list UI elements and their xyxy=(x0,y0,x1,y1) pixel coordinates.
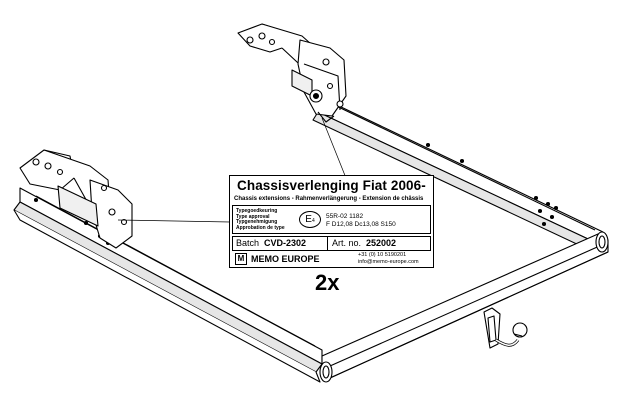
right-mounting-bracket xyxy=(237,23,347,123)
article-cell: Art. no. 252002 xyxy=(332,238,396,248)
e-mark-number: 4 xyxy=(311,218,315,224)
approval-label-en: Type approval xyxy=(236,213,270,220)
e-mark-letter: E xyxy=(305,214,312,225)
approval-labels: Typegoedkeuring Type approval Typgenehmi… xyxy=(236,208,285,231)
contact-email: info@memo-europe.com xyxy=(358,258,419,265)
tow-hitch xyxy=(483,307,528,349)
approval-values: 55R-02 1182 F D12,08 Dc13,08 S150 xyxy=(326,213,396,229)
approval-number: 55R-02 1182 xyxy=(326,213,364,220)
left-rail xyxy=(13,187,323,383)
batch-cell: Batch CVD-2302 xyxy=(236,238,306,248)
contact-phone: +31 (0) 10 5190201 xyxy=(358,252,407,258)
type-approval-box: Typegoedkeuring Type approval Typgenehmi… xyxy=(232,205,431,234)
approval-label-de: Typgenehmigung xyxy=(236,219,278,226)
brand-name: MEMO EUROPE xyxy=(251,254,320,264)
product-label: Chassisverlenging Fiat 2006- Chassis ext… xyxy=(229,175,434,268)
label-title: Chassisverlenging Fiat 2006- xyxy=(237,178,426,193)
right-rail xyxy=(312,95,604,255)
memo-logo-icon: M xyxy=(235,253,247,265)
e-approval-mark: E4 xyxy=(299,211,321,228)
article-label: Art. no. xyxy=(332,238,362,248)
batch-article-box: Batch CVD-2302 Art. no. 252002 xyxy=(232,236,431,251)
contact-info: +31 (0) 10 5190201 info@memo-europe.com xyxy=(358,252,419,265)
batch-value: CVD-2302 xyxy=(264,238,307,248)
batch-label: Batch xyxy=(236,238,260,248)
approval-label-fr: Approbation de type xyxy=(236,224,285,231)
label-subtitle: Chassis extensions - Rahmenverlängerung … xyxy=(234,196,424,202)
rear-cross-member xyxy=(319,231,609,383)
left-mounting-bracket xyxy=(19,149,133,249)
approval-label-nl: Typegoedkeuring xyxy=(236,208,278,214)
leader-line-right xyxy=(321,117,349,184)
article-value: 252002 xyxy=(366,238,397,248)
leader-line-left xyxy=(117,219,231,223)
batch-divider xyxy=(327,237,328,250)
quantity-label: 2x xyxy=(315,270,340,295)
approval-ratings: F D12,08 Dc13,08 S150 xyxy=(326,221,396,228)
